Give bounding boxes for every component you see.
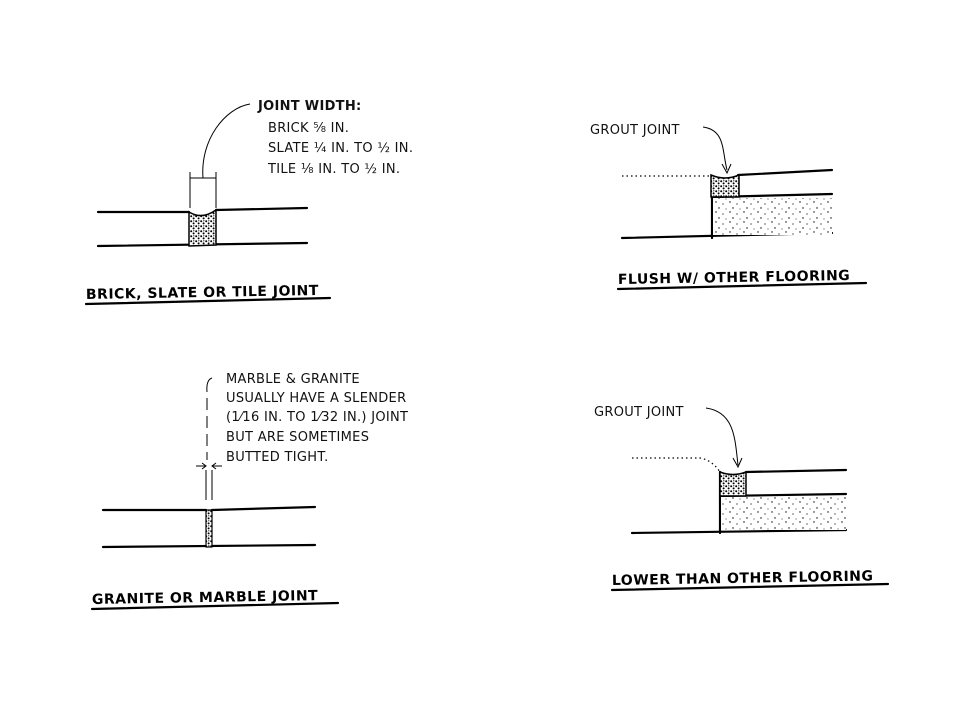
brick-note-leader [202, 103, 251, 179]
joint-width-heading: JOINT WIDTH: [257, 99, 362, 114]
brick-slate-tile-panel: JOINT WIDTH: BRICK ⅝ IN. SLATE ¼ IN. TO … [84, 99, 413, 306]
brick-grout-joint [188, 208, 217, 247]
flush-panel-title: FLUSH W/ OTHER FLOORING [618, 268, 851, 288]
lower-panel-title: LOWER THAN OTHER FLOORING [612, 568, 874, 589]
granite-note-line-1: MARBLE & GRANITE [226, 372, 360, 387]
granite-marble-panel: MARBLE & GRANITE USUALLY HAVE A SLENDER … [90, 372, 408, 611]
flush-grout-joint-label: GROUT JOINT [590, 123, 680, 138]
lower-flooring-panel: GROUT JOINT LOWER THAN OTHER FLOORING [594, 405, 890, 592]
granite-slender-joint [205, 509, 213, 548]
granite-note-line-5: BUTTED TIGHT. [226, 450, 329, 465]
granite-note-line-2: USUALLY HAVE A SLENDER [226, 391, 406, 406]
granite-panel-title: GRANITE OR MARBLE JOINT [92, 588, 318, 608]
lower-grout-joint-label: GROUT JOINT [594, 405, 684, 420]
tile-width-line: TILE ⅛ IN. TO ½ IN. [267, 162, 400, 177]
flush-flooring-panel: GROUT JOINT FLUSH W/ OTHER FLOORING [590, 123, 868, 291]
granite-note-line-3: (1⁄16 IN. TO 1⁄32 IN.) JOINT [226, 410, 408, 425]
slate-width-line: SLATE ¼ IN. TO ½ IN. [268, 141, 413, 156]
lower-setting-bed [721, 497, 846, 530]
lower-grout-joint [719, 470, 747, 497]
flush-grout-joint [710, 173, 740, 198]
flush-setting-bed [713, 198, 832, 235]
flush-callout-leader [702, 126, 728, 171]
brick-panel-title: BRICK, SLATE OR TILE JOINT [86, 283, 319, 303]
granite-note-line-4: BUT ARE SOMETIMES [226, 430, 369, 445]
brick-width-line: BRICK ⅝ IN. [268, 121, 349, 136]
lower-callout-leader [705, 407, 739, 466]
